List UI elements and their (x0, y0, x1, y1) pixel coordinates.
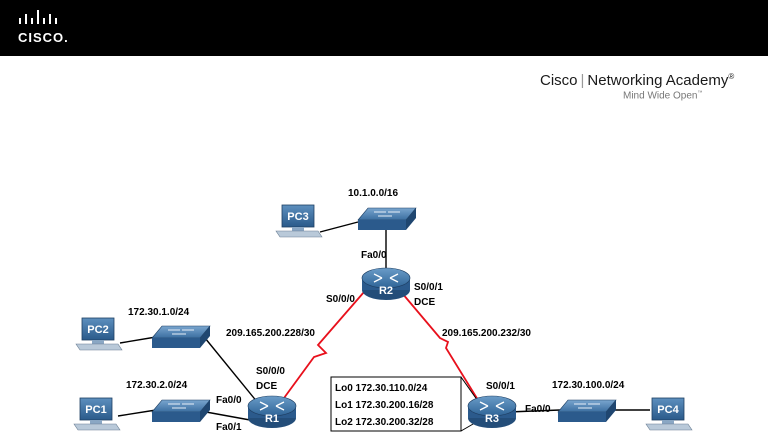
loopback-0: Lo0 172.30.110.0/24 (335, 383, 428, 394)
switch-top (357, 207, 417, 230)
pc4-label: PC4 (657, 404, 679, 416)
link-switch-r1-fa01 (205, 411, 251, 421)
academy-name-left: Cisco (540, 72, 578, 89)
link-pc2-switch (119, 336, 157, 344)
r2-fa00-label: Fa0/0 (361, 250, 387, 261)
r2-dce-label: DCE (414, 297, 435, 308)
link-switch-r1-fa00 (204, 337, 259, 404)
link-pc1-switch (117, 409, 157, 417)
network-pc2-lan: 172.30.1.0/24 (128, 307, 190, 318)
r3-label: R3 (485, 413, 499, 425)
r2-label: R2 (379, 285, 393, 297)
serial-r2-r3 (401, 292, 479, 401)
r2-s000-label: S0/0/0 (326, 294, 355, 305)
loopback-1: Lo1 172.30.200.16/28 (335, 400, 434, 411)
academy-brand: Cisco|Networking Academy® Mind Wide Open… (540, 72, 734, 101)
router-r1: R1 (247, 395, 297, 428)
ethernet-links (117, 221, 650, 421)
academy-tagline: Mind Wide Open™ (623, 90, 703, 102)
r1-s000-label: S0/0/0 (256, 366, 285, 377)
cisco-logo-text: CISCO. (18, 30, 69, 45)
switch-pc2 (151, 325, 211, 348)
network-pc4-lan: 172.30.100.0/24 (552, 380, 625, 391)
r2-s001-label: S0/0/1 (414, 282, 443, 293)
r1-fa01-label: Fa0/1 (216, 422, 242, 433)
r1-dce-label: DCE (256, 381, 277, 392)
network-pc3-lan: 10.1.0.0/16 (348, 188, 398, 199)
loopback-2: Lo2 172.30.200.32/28 (335, 417, 434, 428)
academy-title: Cisco|Networking Academy® (540, 72, 735, 89)
loopback-callout: Lo0 172.30.110.0/24 Lo1 172.30.200.16/28… (330, 376, 481, 432)
serial-r1-r2 (283, 291, 365, 399)
pc-pc2: PC2 (75, 317, 123, 351)
network-r1-r2-serial: 209.165.200.228/30 (226, 328, 315, 339)
router-r2: R2 (361, 267, 411, 300)
link-pc3-switch (319, 221, 359, 233)
cisco-logo-icon (19, 10, 57, 24)
switch-pc1 (151, 399, 211, 422)
header-banner: CISCO. (0, 0, 768, 56)
serial-links (283, 291, 479, 401)
network-pc1-lan: 172.30.2.0/24 (126, 380, 188, 391)
pc-pc4: PC4 (645, 397, 693, 431)
pc-pc3: PC3 (275, 204, 323, 238)
pc3-label: PC3 (287, 211, 308, 223)
link-r3-switch (507, 409, 561, 413)
r1-fa00-label: Fa0/0 (216, 395, 242, 406)
switch-pc4 (557, 399, 617, 422)
r3-fa00-label: Fa0/0 (525, 404, 551, 415)
r3-s001-label: S0/0/1 (486, 381, 515, 392)
r1-label: R1 (265, 413, 279, 425)
academy-name-right: Networking Academy (587, 72, 729, 89)
router-r3: R3 (467, 395, 517, 428)
pc1-label: PC1 (85, 404, 106, 416)
pc-pc1: PC1 (73, 397, 121, 431)
academy-reg-mark: ® (728, 72, 735, 81)
pc2-label: PC2 (87, 324, 108, 336)
network-r2-r3-serial: 209.165.200.232/30 (442, 328, 531, 339)
